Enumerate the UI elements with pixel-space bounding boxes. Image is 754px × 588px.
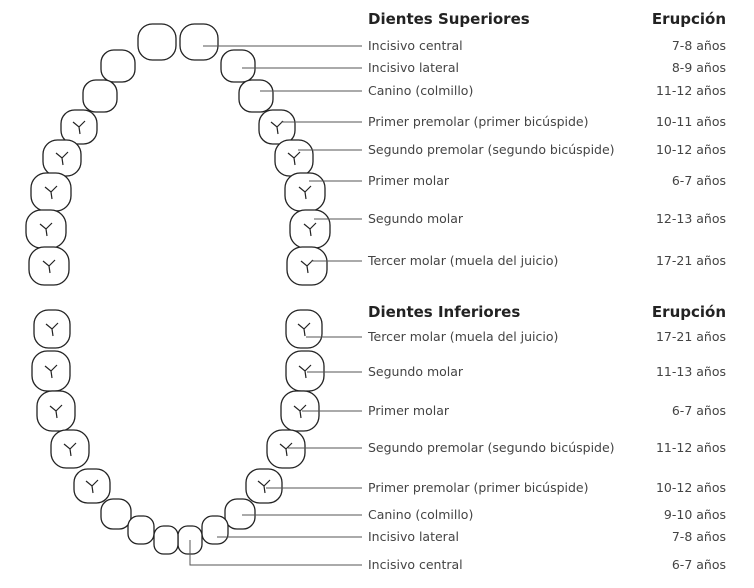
lower-eruption-age: 11-12 años (655, 440, 726, 455)
lower-left-second-molar-groove (44, 364, 58, 379)
lower-left-lateral-incisor (127, 515, 155, 545)
lower-right-first-molar-groove (293, 404, 307, 419)
lower-left-canine (100, 498, 132, 530)
lower-eruption-age: 6-7 años (671, 557, 726, 572)
lower-right-lateral-incisor (201, 515, 229, 545)
lower-right-second-molar-groove (298, 364, 312, 379)
lower-left-first-premolar-groove (85, 479, 99, 494)
upper-tooth-name: Primer premolar (primer bicúspide) (368, 114, 589, 129)
lower-tooth-name: Primer molar (368, 403, 450, 418)
lower-tooth-name: Segundo premolar (segundo bicúspide) (368, 440, 615, 455)
lower-right-third-molar-groove (297, 322, 311, 337)
lower-tooth-name: Tercer molar (muela del juicio) (368, 329, 559, 344)
upper-tooth-name: Incisivo central (368, 38, 463, 53)
upper-right-second-molar-groove (303, 222, 317, 237)
upper-eruption-age: 10-12 años (655, 142, 726, 157)
upper-tooth-name: Segundo premolar (segundo bicúspide) (368, 142, 615, 157)
upper-right-first-molar-groove (298, 185, 312, 200)
lower-eruption-age: 6-7 años (671, 403, 726, 418)
lower-left-third-molar-groove (45, 322, 59, 337)
lower-tooth-name: Incisivo lateral (368, 529, 459, 544)
lower-eruption-age: 17-21 años (655, 329, 726, 344)
upper-eruption-age: 7-8 años (671, 38, 726, 53)
upper-eruption-age: 10-11 años (655, 114, 726, 129)
lower-tooth-name: Segundo molar (368, 364, 464, 379)
upper-right-central-incisor (179, 23, 219, 61)
upper-right-second-premolar-groove (287, 151, 301, 166)
lower-title: Dientes Inferiores (368, 303, 521, 321)
lower-left-central-incisor (153, 525, 179, 555)
lower-eruption-age: 9-10 años (663, 507, 726, 522)
lower-tooth-name: Canino (colmillo) (368, 507, 474, 522)
upper-left-second-premolar-groove (55, 151, 69, 166)
upper-right-lateral-incisor (220, 49, 256, 83)
upper-tooth-name: Tercer molar (muela del juicio) (368, 253, 559, 268)
upper-eruption-age: 6-7 años (671, 173, 726, 188)
upper-right-canine (238, 79, 274, 113)
lower-eruption-age: 10-12 años (655, 480, 726, 495)
upper-left-canine (82, 79, 118, 113)
lower-eruption-age: 11-13 años (655, 364, 726, 379)
lower-tooth-name: Primer premolar (primer bicúspide) (368, 480, 589, 495)
upper-left-first-premolar-groove (72, 120, 86, 135)
upper-tooth-name: Segundo molar (368, 211, 464, 226)
upper-left-central-incisor (137, 23, 177, 61)
upper-title: Dientes Superiores (368, 10, 530, 28)
upper-tooth-name: Canino (colmillo) (368, 83, 474, 98)
lower-eruption-header: Erupción (651, 303, 726, 321)
upper-right-first-premolar-groove (270, 120, 284, 135)
upper-left-first-molar-groove (44, 185, 58, 200)
upper-eruption-age: 11-12 años (655, 83, 726, 98)
lower-eruption-age: 7-8 años (671, 529, 726, 544)
upper-tooth-name: Primer molar (368, 173, 450, 188)
lower-left-first-molar-groove (49, 404, 63, 419)
upper-left-lateral-incisor (100, 49, 136, 83)
lower-right-second-premolar-groove (279, 442, 293, 457)
upper-left-third-molar-groove (42, 259, 56, 274)
lower-right-first-premolar-groove (257, 479, 271, 494)
lower-leader-line (189, 540, 362, 566)
upper-eruption-age: 8-9 años (671, 60, 726, 75)
upper-eruption-header: Erupción (651, 10, 726, 28)
lower-left-second-premolar-groove (63, 442, 77, 457)
upper-eruption-age: 17-21 años (655, 253, 726, 268)
lower-right-canine (224, 498, 256, 530)
upper-right-third-molar-groove (300, 259, 314, 274)
upper-eruption-age: 12-13 años (655, 211, 726, 226)
upper-tooth-name: Incisivo lateral (368, 60, 459, 75)
upper-left-second-molar-groove (39, 222, 53, 237)
lower-tooth-name: Incisivo central (368, 557, 463, 572)
